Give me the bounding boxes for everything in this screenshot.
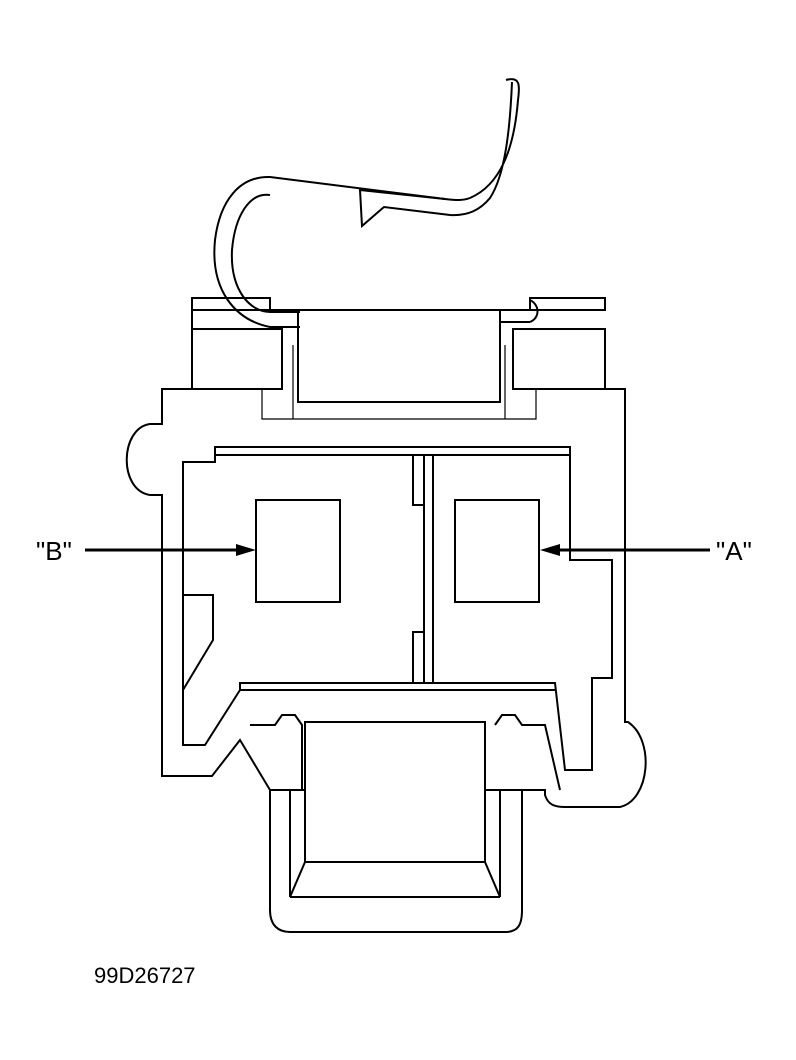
- housing-top: [191, 297, 606, 420]
- terminal-cavity-a: [454, 499, 540, 603]
- callout-label-a: "A": [716, 536, 752, 566]
- locking-clip: [213, 78, 520, 328]
- callout-arrow-b: [85, 544, 256, 556]
- housing-bottom: [250, 714, 561, 898]
- reference-code: 99D26727: [94, 963, 196, 988]
- housing-body: [125, 388, 647, 933]
- callout-label-b: "B": [36, 536, 72, 566]
- callout-arrow-a: [540, 544, 710, 556]
- terminal-cavity-b: [255, 499, 341, 603]
